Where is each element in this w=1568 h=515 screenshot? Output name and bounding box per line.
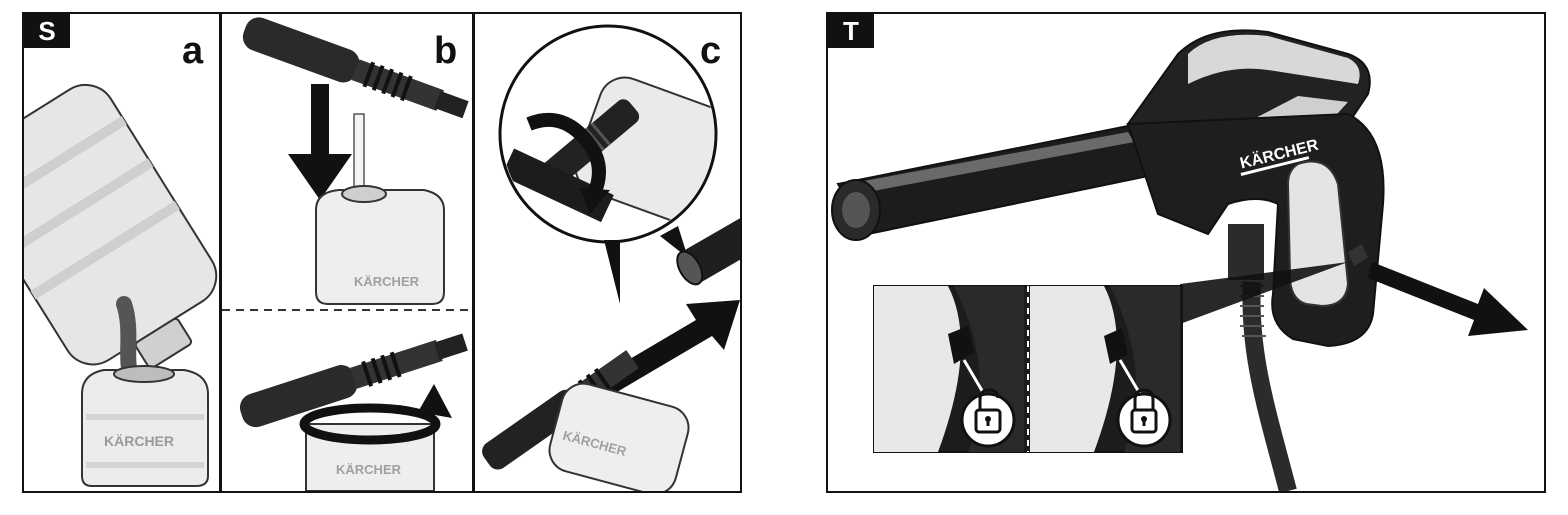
tank-brand-text-b-top: KÄRCHER — [354, 274, 420, 289]
step-c-illustration: KÄRCHER — [482, 24, 740, 491]
step-b-label: b — [434, 30, 458, 72]
step-a-illustration: KÄRCHER — [24, 83, 218, 487]
figure-t-tag: T — [828, 14, 874, 48]
padlock-closed-icon — [1116, 388, 1172, 448]
figure-s-tag: S — [24, 14, 70, 48]
tank-brand-text-a: KÄRCHER — [104, 433, 174, 449]
figure-t-artwork: KÄRCHER — [831, 29, 1528, 491]
padlock-open-icon — [960, 388, 1016, 448]
step-b-illustration: KÄRCHER KÄRCHER — [222, 17, 474, 491]
figure-s: KÄRCHER — [22, 12, 742, 493]
step-c-label: c — [700, 30, 722, 72]
figure-s-artwork: KÄRCHER — [24, 14, 740, 491]
tank-brand-text-b-bottom: KÄRCHER — [336, 462, 402, 477]
step-a-label: a — [182, 30, 204, 72]
spray-gun-illustration: KÄRCHER — [831, 29, 1528, 491]
figure-t: KÄRCHER — [826, 12, 1546, 493]
